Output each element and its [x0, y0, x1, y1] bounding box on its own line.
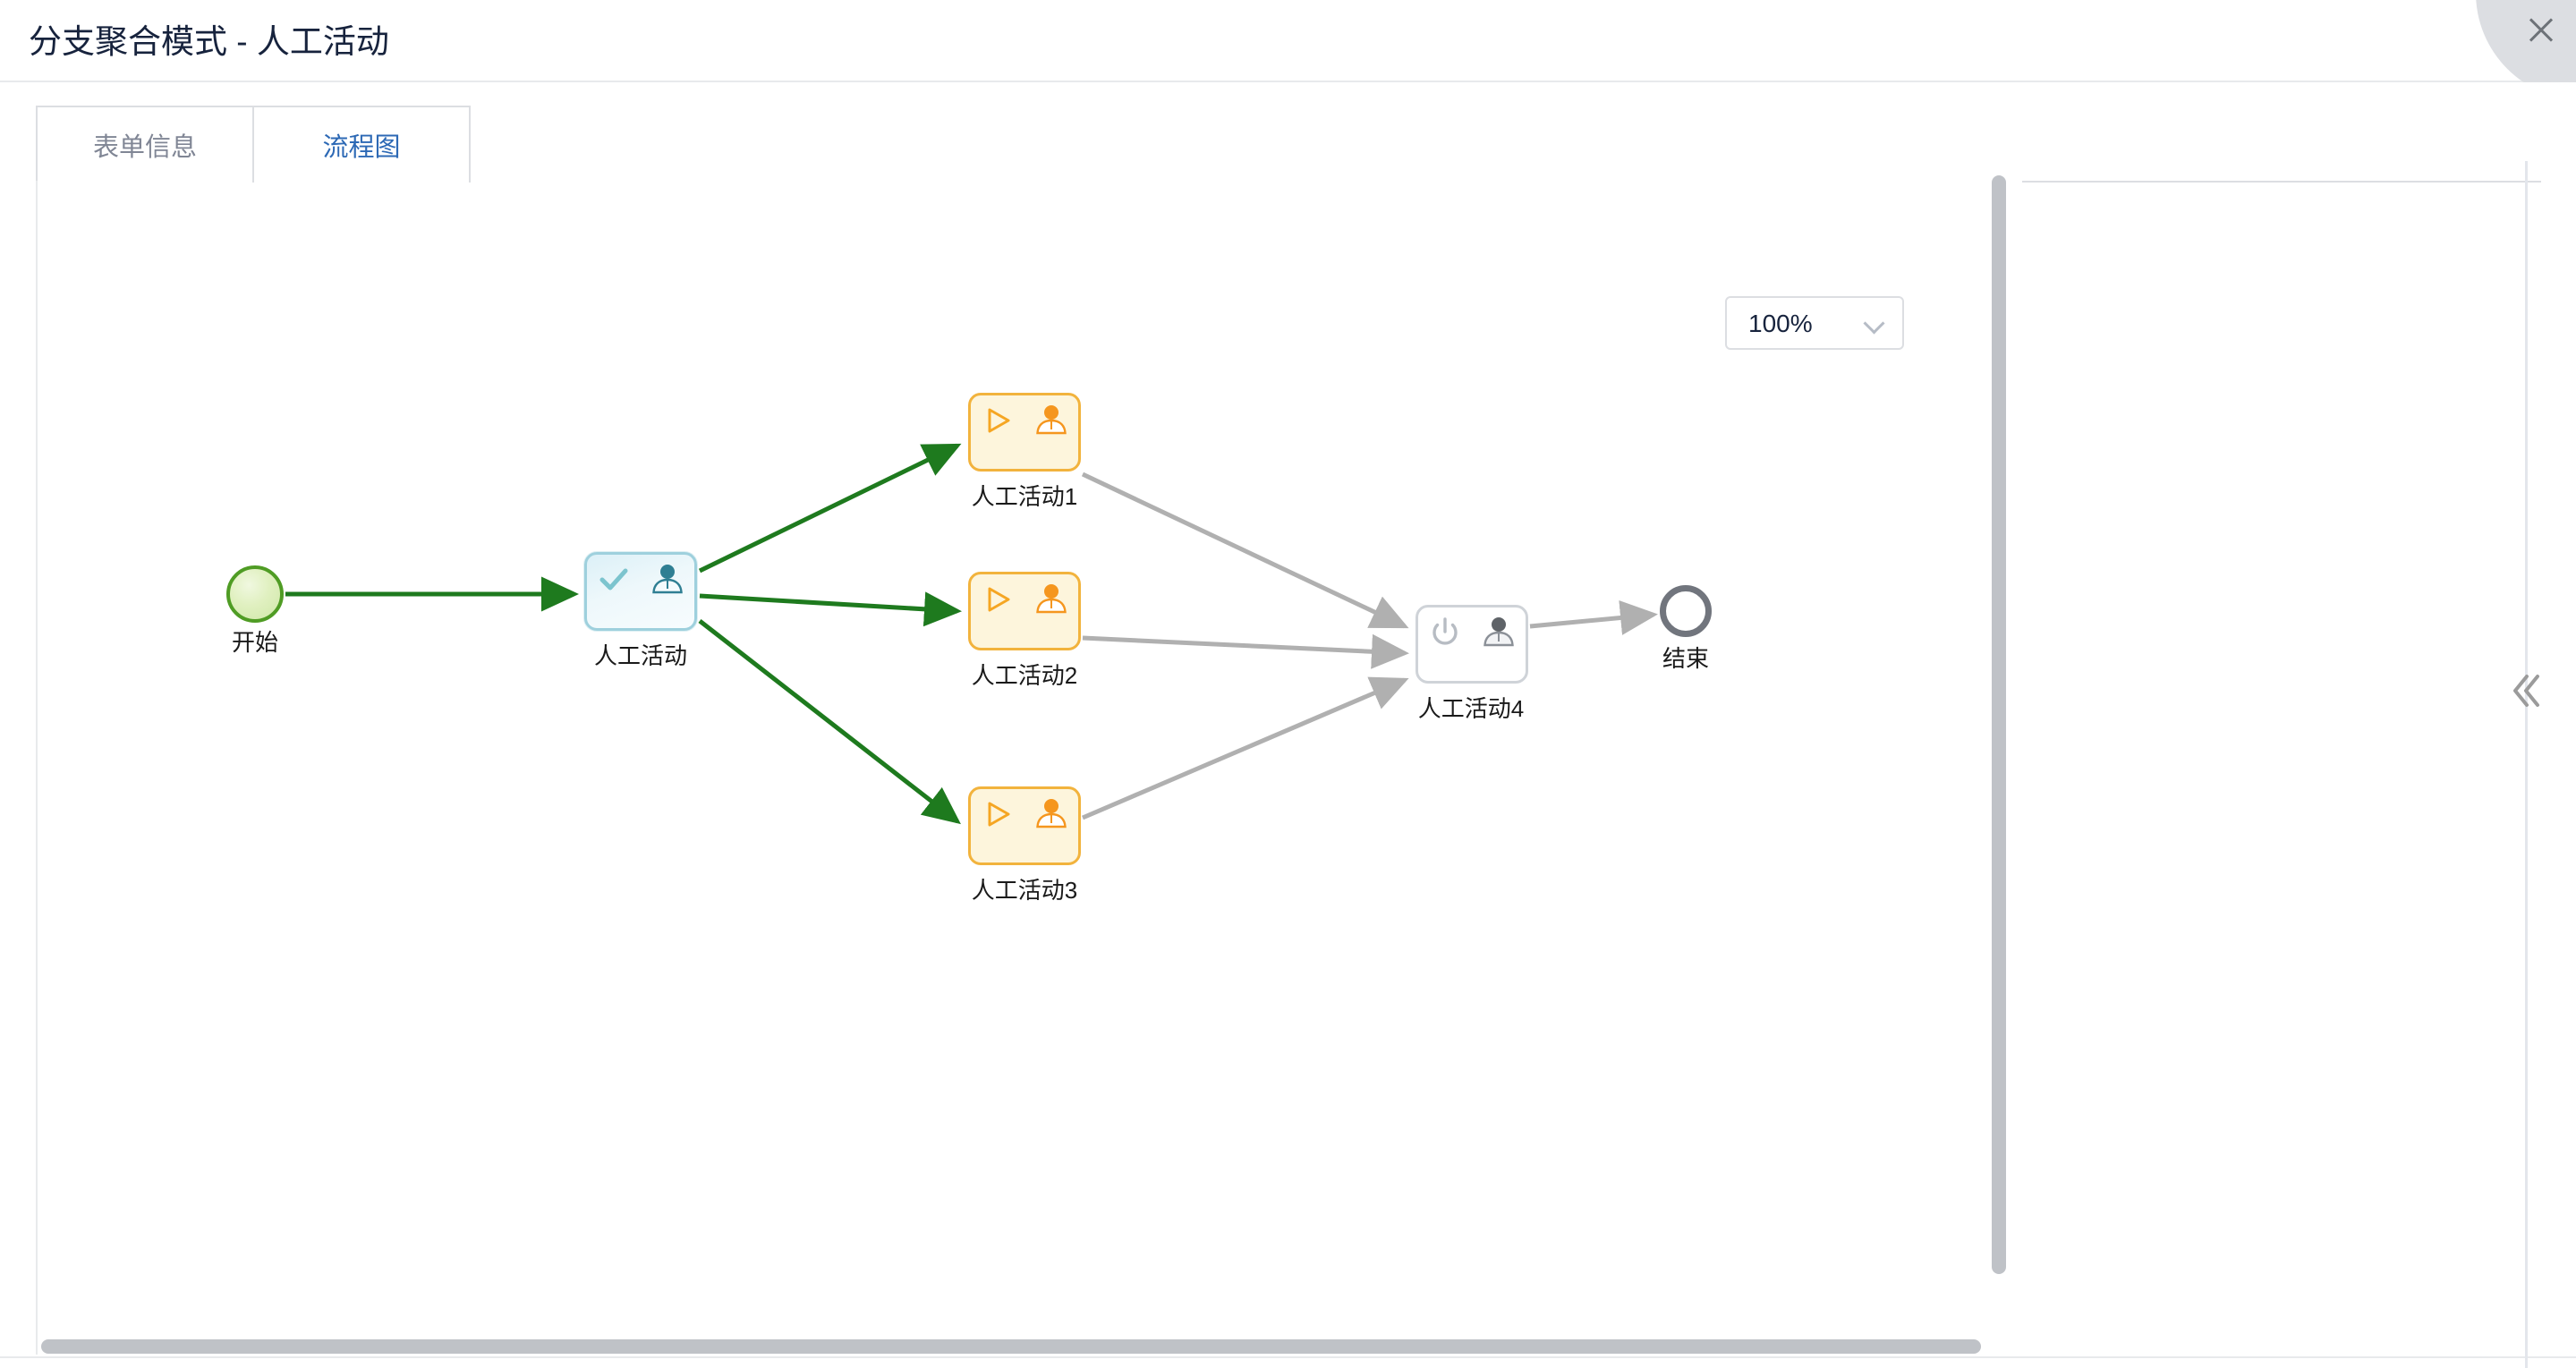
node-start[interactable]: [226, 565, 284, 623]
double-chevron-left-icon: [2513, 675, 2539, 707]
flowchart-canvas[interactable]: 开始 人工活动: [36, 181, 2022, 1355]
node-end-label: 结束: [1662, 645, 1710, 672]
collapse-panel-button[interactable]: [2504, 662, 2550, 719]
node-task0[interactable]: [584, 552, 697, 631]
node-task2[interactable]: [968, 572, 1081, 650]
node-task4[interactable]: [1416, 605, 1528, 684]
edge-task0-to-task2: [699, 591, 962, 627]
user-icon: [1481, 615, 1517, 650]
horizontal-scrollbar-thumb[interactable]: [41, 1339, 1981, 1354]
chevron-down-icon: [1865, 316, 1883, 334]
node-task1[interactable]: [968, 393, 1081, 472]
node-task2-label: 人工活动2: [971, 662, 1078, 689]
edge-task4-to-end: [1529, 600, 1658, 635]
tab-bar-filler: [469, 106, 2541, 181]
user-icon: [650, 562, 685, 598]
dialog-bottom-divider: [0, 1356, 2576, 1358]
user-icon: [1033, 582, 1069, 617]
node-task3-label: 人工活动3: [971, 877, 1078, 904]
node-start-label: 开始: [231, 629, 279, 656]
vertical-scrollbar-thumb[interactable]: [1992, 175, 2006, 1274]
user-icon: [1033, 796, 1069, 832]
edge-task0-to-task1: [698, 443, 962, 574]
edge-task0-to-task3: [698, 619, 961, 825]
node-task1-label: 人工活动1: [971, 483, 1078, 510]
close-icon: [2526, 14, 2556, 45]
node-task0-label: 人工活动: [593, 642, 688, 669]
zoom-level-select[interactable]: 100%: [1725, 296, 1904, 350]
edge-task2-to-task4: [1082, 633, 1409, 669]
edge-task3-to-task4: [1082, 676, 1409, 820]
flowchart-edges-layer: [285, 443, 1658, 825]
check-icon: [596, 562, 632, 598]
tab-flowchart-label: 流程图: [322, 133, 401, 162]
dialog-body: 表单信息 流程图: [0, 84, 2576, 1368]
right-panel-divider: [2525, 161, 2528, 1368]
zoom-level-value: 100%: [1748, 310, 1813, 337]
node-end[interactable]: [1660, 585, 1712, 637]
tab-form-info-label: 表单信息: [92, 133, 197, 162]
play-icon: [980, 582, 1016, 617]
play-icon: [980, 403, 1016, 438]
flowchart-canvas-inner: 开始 人工活动: [38, 181, 2022, 1355]
dialog-header: 分支聚合模式 - 人工活动: [0, 0, 2576, 82]
edge-task1-to-task4: [1081, 472, 1409, 629]
node-task4-label: 人工活动4: [1417, 695, 1525, 722]
node-task3[interactable]: [968, 786, 1081, 865]
close-button[interactable]: [2474, 0, 2576, 82]
tab-bar: 表单信息 流程图: [36, 106, 2541, 184]
tab-form-info[interactable]: 表单信息: [36, 106, 254, 183]
play-icon: [980, 796, 1016, 832]
power-icon: [1427, 615, 1463, 650]
user-icon: [1033, 403, 1069, 438]
tab-flowchart[interactable]: 流程图: [252, 106, 471, 184]
page-title: 分支聚合模式 - 人工活动: [29, 23, 389, 60]
